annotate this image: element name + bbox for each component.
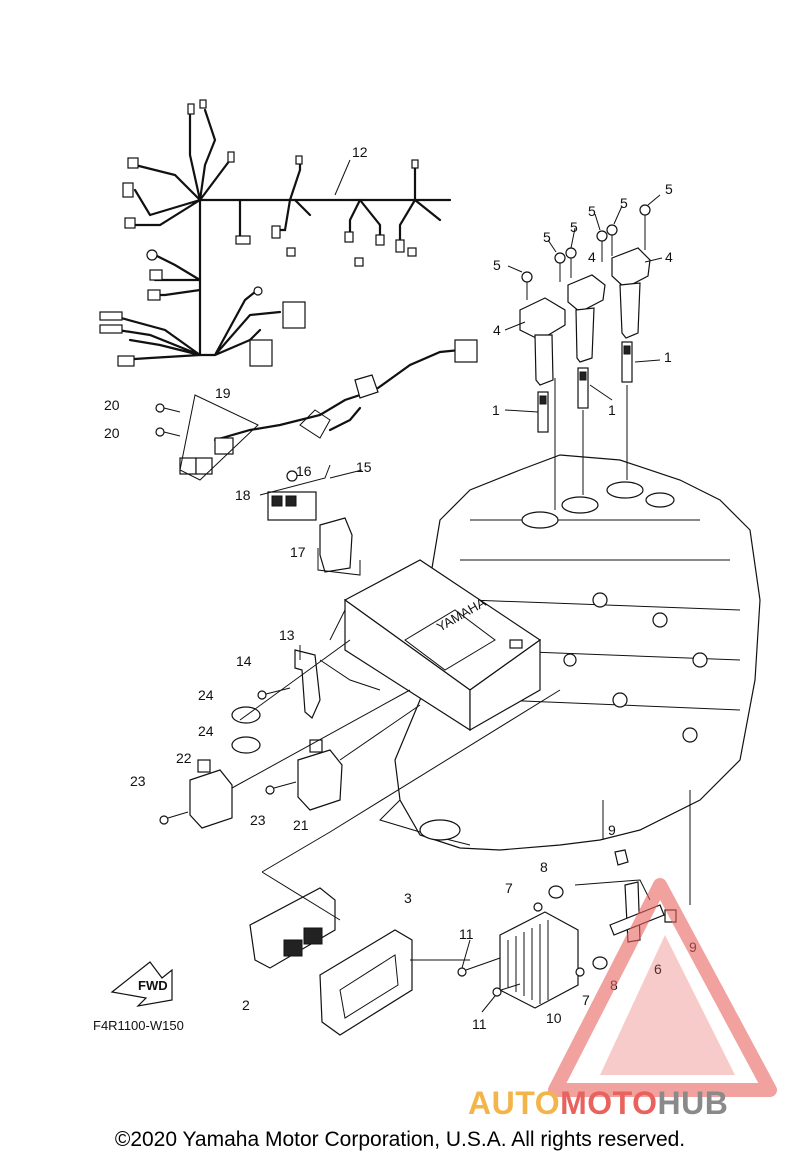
- callout: 11: [472, 1016, 487, 1032]
- callout: 1: [608, 402, 616, 418]
- callout: 4: [493, 322, 501, 338]
- callout: 7: [582, 992, 590, 1008]
- watermark-logo-icon: [548, 878, 777, 1097]
- callout: 23: [250, 812, 266, 828]
- grommets-8: [548, 885, 608, 970]
- bolts-20: [155, 403, 181, 437]
- watermark-part: HUB: [657, 1085, 729, 1121]
- engine-block: [379, 454, 761, 851]
- wire-harness: [99, 99, 452, 367]
- coil-bolts: [521, 204, 651, 300]
- callout: 2: [242, 997, 250, 1013]
- callout: 14: [236, 653, 252, 669]
- callout: 19: [215, 385, 231, 401]
- callout: 5: [588, 203, 596, 219]
- copyright-text: ©2020 Yamaha Motor Corporation, U.S.A. A…: [114, 1128, 686, 1151]
- ecm-cover-3: [319, 929, 413, 1036]
- callout-numbers: 12 5 5 5 5 5 5 4 4 4 1 1 1 20 20 19 18 1…: [104, 144, 697, 1032]
- callout: 5: [620, 195, 628, 211]
- screw-14: [257, 687, 291, 700]
- callout: 13: [279, 627, 295, 643]
- callout: 23: [130, 773, 146, 789]
- watermark-part: MOTO: [560, 1085, 658, 1121]
- callout: 5: [543, 229, 551, 245]
- ignition-coils: [519, 247, 651, 386]
- callout: 18: [235, 487, 251, 503]
- callout: 24: [198, 687, 214, 703]
- watermark-part: AUTO: [468, 1085, 561, 1121]
- fwd-label: FWD: [138, 978, 168, 993]
- callout: 21: [293, 817, 309, 833]
- callout: 12: [352, 144, 368, 160]
- relay-bracket-18: [179, 437, 234, 475]
- clamps-24: [231, 706, 261, 754]
- cover-17: [319, 517, 353, 573]
- leader-lines: [179, 159, 691, 1013]
- electrical-box: YAMAHA: [319, 559, 542, 732]
- relay-22: [189, 759, 233, 829]
- rectifier-10: [499, 911, 579, 1009]
- callout: 8: [540, 859, 548, 875]
- fwd-arrow-icon: FWD: [110, 961, 173, 1007]
- callout: 1: [664, 349, 672, 365]
- callout: 5: [570, 219, 578, 235]
- screws-23: [159, 781, 297, 825]
- callout: 16: [296, 463, 312, 479]
- connector-15-16: [267, 470, 317, 521]
- relay-21: [297, 739, 343, 811]
- sensor-harness-19: [213, 339, 478, 442]
- callout: 5: [665, 181, 673, 197]
- callout: 10: [546, 1010, 562, 1026]
- callout: 17: [290, 544, 306, 560]
- callout: 24: [198, 723, 214, 739]
- callout: 15: [356, 459, 372, 475]
- callout: 4: [665, 249, 673, 265]
- callout: 5: [493, 257, 501, 273]
- callout: 3: [404, 890, 412, 906]
- callout: 20: [104, 425, 120, 441]
- bolts-11: [457, 957, 521, 997]
- callout: 9: [608, 822, 616, 838]
- diagram-code: F4R1100-W150: [93, 1018, 184, 1033]
- bolts-7: [533, 902, 585, 977]
- bracket-13: [294, 649, 321, 719]
- callout: 6: [654, 961, 662, 977]
- callout: 7: [505, 880, 513, 896]
- callout: 22: [176, 750, 192, 766]
- ecm-unit-2: [249, 887, 336, 969]
- watermark-text: AUTOMOTOHUB: [468, 1085, 728, 1122]
- callout: 1: [492, 402, 500, 418]
- callout: 20: [104, 397, 120, 413]
- callout: 4: [588, 249, 596, 265]
- callout: 11: [459, 926, 474, 942]
